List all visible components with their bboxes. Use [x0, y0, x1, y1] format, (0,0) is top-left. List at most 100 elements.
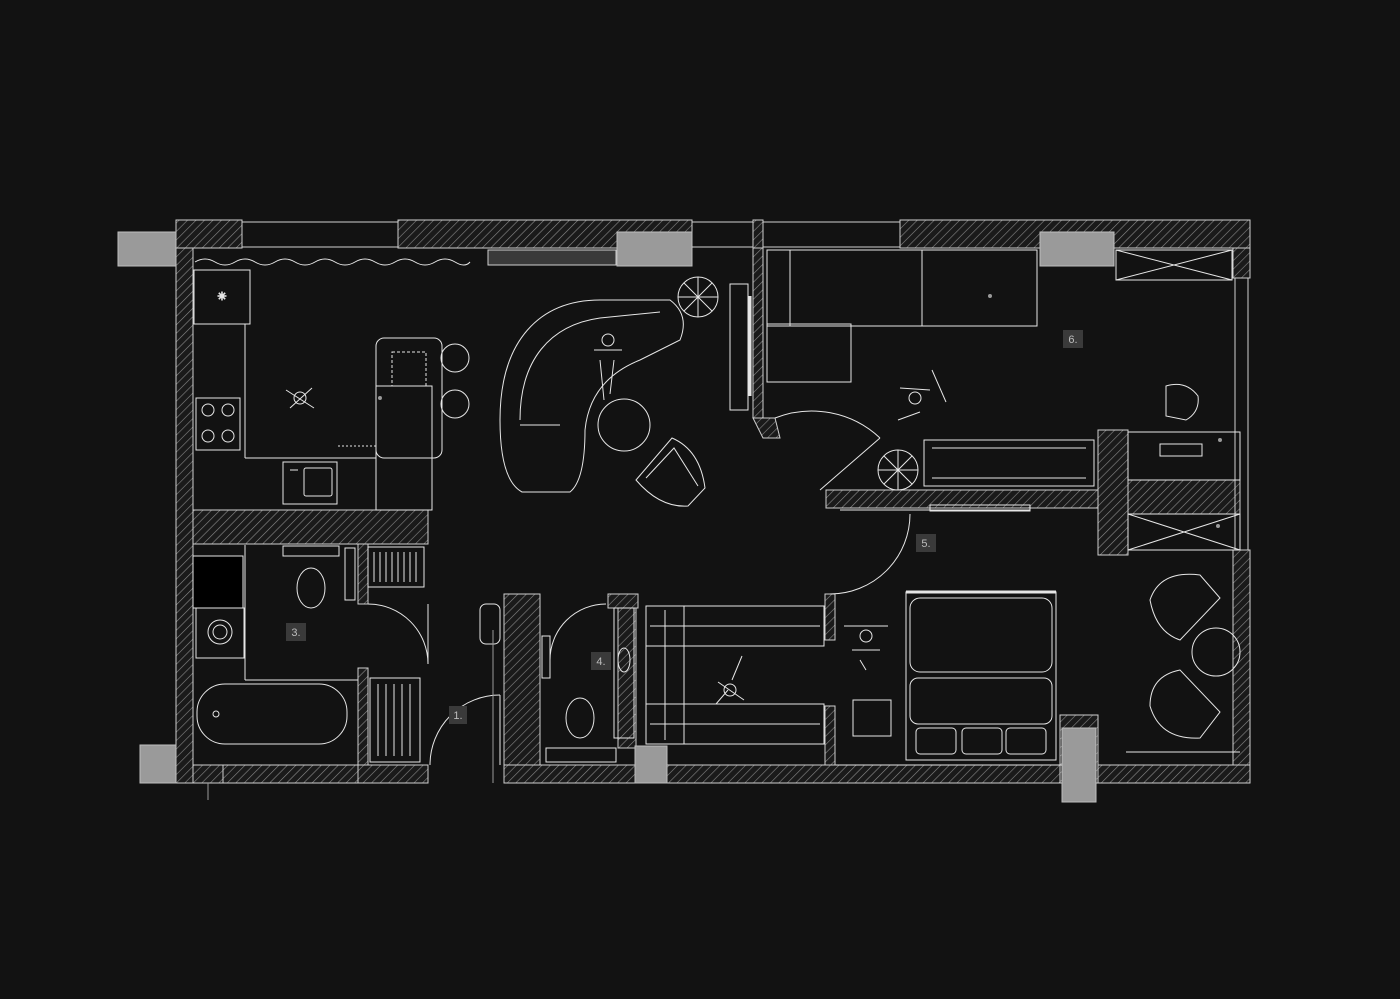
bathroom — [192, 545, 429, 763]
keyboard — [1159, 443, 1203, 457]
column-bottom-middle — [634, 745, 668, 784]
wall-bottom-left-a — [192, 764, 224, 784]
column-top-left — [117, 231, 177, 267]
wardrobe-6 — [1115, 249, 1233, 281]
extractor-icon: ✳ — [217, 291, 226, 303]
person-icon — [715, 655, 745, 705]
room-label-3-text: 3. — [291, 627, 300, 639]
armchair — [635, 437, 706, 507]
person-icon — [844, 625, 888, 671]
person-icon — [594, 333, 622, 401]
balcony-cabinet — [1127, 513, 1241, 551]
windows — [242, 221, 1249, 550]
storage-rack — [369, 677, 421, 763]
wardrobe — [645, 605, 825, 745]
wall-wc-left — [503, 593, 541, 766]
curtain — [194, 258, 471, 266]
wall-wc-top — [607, 593, 639, 609]
balcony — [1126, 513, 1241, 753]
bedroom — [829, 504, 1062, 766]
person-icon — [285, 387, 315, 409]
wc-toilet — [565, 697, 595, 739]
bed — [905, 591, 1057, 761]
room-label-1-text: 1. — [453, 710, 462, 722]
radiator-living — [923, 439, 1095, 487]
tv-unit — [729, 283, 749, 411]
bath-door-swing — [367, 603, 429, 665]
bathtub — [196, 683, 348, 745]
bar-stool — [440, 389, 470, 419]
room-label-5: 5. — [916, 534, 936, 552]
sliding-door — [929, 504, 1031, 512]
bath-radiator — [367, 546, 425, 588]
balcony-chair — [1149, 573, 1221, 641]
kitchen-sink — [282, 461, 338, 505]
room-label-1: 1. — [449, 706, 467, 724]
wall-bottom-left-b — [222, 764, 359, 784]
entry — [429, 603, 501, 766]
wall-left — [175, 247, 194, 784]
column-top-right — [1039, 231, 1115, 267]
column-bottom-left — [139, 744, 177, 784]
room-label-3: 3. — [286, 623, 306, 641]
sofa-bed-area — [766, 249, 1241, 481]
wall-living-entry-end — [752, 417, 781, 439]
wall-top-left — [175, 219, 243, 249]
washing-machine — [192, 555, 244, 609]
misc-marks — [207, 294, 1222, 800]
sofa-chaise — [766, 323, 852, 383]
pillow — [961, 727, 1003, 755]
wall-wc-right — [617, 607, 637, 749]
room-label-4: 4. — [591, 652, 611, 670]
room-label-5-text: 5. — [921, 538, 930, 550]
coffee-table — [597, 398, 651, 452]
wall-wardrobe-right-b — [824, 705, 836, 766]
wall-bath-right-b — [357, 667, 369, 766]
bath-sink — [195, 607, 245, 659]
wall-balcony-sep — [1127, 479, 1241, 515]
desk-chair — [1165, 383, 1199, 421]
living-room — [499, 276, 1095, 507]
desk — [1127, 431, 1241, 481]
curved-sofa — [499, 299, 684, 493]
wall-bottom-left-c — [357, 764, 429, 784]
balcony-chair — [1149, 669, 1221, 739]
balcony-table — [1191, 627, 1241, 677]
toilet — [296, 567, 326, 609]
people — [285, 333, 947, 705]
room-labels: 1. 3. 4. 5. 6. — [286, 330, 1083, 724]
wall-pillar-right — [1097, 429, 1129, 556]
room-label-4-text: 4. — [596, 656, 605, 668]
wc-room — [541, 603, 635, 763]
wall-right-top — [1232, 247, 1251, 279]
kitchen-hob — [195, 397, 241, 451]
wall-kitchen-bath — [192, 509, 429, 545]
wall-bottom-far-right — [1097, 764, 1251, 784]
wc-door-swing — [549, 603, 607, 661]
wall-top-divider — [752, 219, 764, 249]
room-label-6: 6. — [1063, 330, 1083, 348]
person-icon — [897, 369, 947, 421]
wall-bottom-right — [503, 764, 1061, 784]
room-label-6-text: 6. — [1068, 334, 1077, 346]
wardrobe-rail-side — [645, 605, 685, 745]
column-top-middle — [616, 231, 693, 267]
entry-shoe-bench — [479, 603, 501, 645]
bedroom-door-swing — [829, 513, 911, 595]
sofa — [766, 249, 1038, 327]
entry-door-swing — [429, 694, 501, 766]
wall-living-entry — [752, 247, 764, 419]
living-door-swing — [774, 410, 881, 439]
kitchen: ✳ — [193, 258, 471, 511]
columns — [117, 231, 1115, 803]
walls — [175, 219, 1251, 784]
bar-stool — [440, 343, 470, 373]
pillow — [1005, 727, 1047, 755]
wall-wardrobe-right-a — [824, 593, 836, 641]
wall-bath-right-a — [357, 543, 369, 605]
nightstand — [852, 699, 892, 737]
column-bottom-right — [1061, 727, 1097, 803]
wc-cistern — [282, 545, 340, 557]
